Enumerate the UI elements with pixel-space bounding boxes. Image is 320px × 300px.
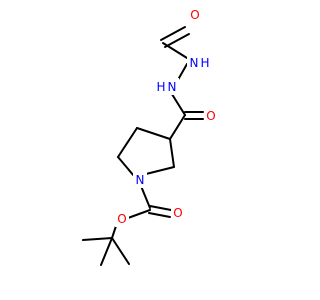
formyl-oxygen-label: O	[190, 8, 199, 22]
amide-ring-carbon-bond	[169, 114, 186, 140]
hydrazide-outer-hydrogen-label: H	[200, 56, 209, 70]
tert-butyl-methyl-bond-1	[82, 237, 113, 241]
ring-bond-c3-c4	[136, 127, 171, 140]
hydrazide-inner-nitrogen-label: N	[168, 80, 177, 94]
ring-bond-c2-c3	[169, 138, 175, 168]
hydrazide-outer-nitrogen-label: N	[190, 56, 199, 70]
formyl-carbonyl-double-bond-a	[160, 26, 186, 41]
ring-nitrogen-carbamate-bond	[140, 185, 151, 209]
carbamate-ester-oxygen-label: O	[117, 212, 126, 226]
carbamate-ester-oxygen-bond	[127, 209, 151, 219]
carbamate-carbonyl-oxygen-label: O	[173, 206, 182, 220]
tert-butyl-methyl-bond-3	[111, 237, 130, 265]
ring-bond-n1-c2	[145, 166, 175, 175]
ring-bond-c5-n1	[117, 156, 135, 177]
tert-butyl-methyl-bond-2	[100, 237, 113, 266]
ring-bond-c4-c5	[117, 127, 138, 158]
ring-nitrogen-label: N	[136, 173, 145, 187]
carbamate-carbonyl-double-bond-b	[148, 212, 171, 218]
amide-oxygen-label: O	[206, 109, 215, 123]
bonds	[82, 26, 204, 266]
atom-labels: O N H H N O N O O	[115, 6, 218, 227]
formyl-carbon-nitrogen-bond	[162, 42, 188, 59]
formyl-carbonyl-double-bond-b	[164, 33, 190, 48]
molecule-structure-diagram: O N H H N O N O O	[82, 6, 218, 266]
carbamate-carbonyl-double-bond-a	[149, 205, 172, 211]
hydrazide-inner-hydrogen-label: H	[156, 80, 165, 94]
